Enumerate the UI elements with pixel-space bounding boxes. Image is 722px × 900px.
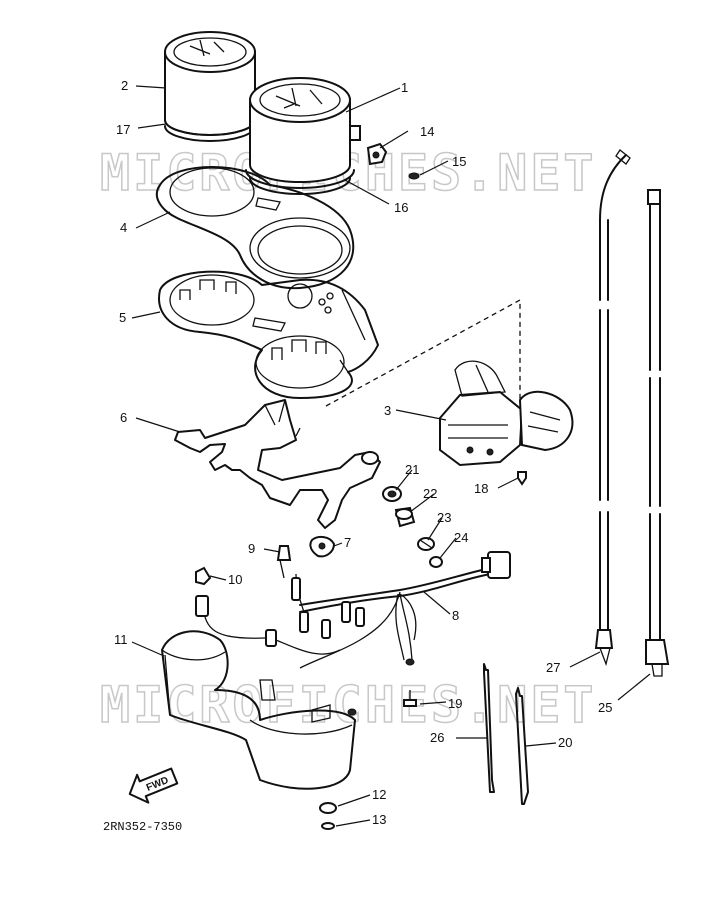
callout-13: 13 xyxy=(372,812,386,827)
part-26-cable-tie xyxy=(483,663,495,793)
callout-10: 10 xyxy=(228,572,242,587)
diagram-code: 2RN352-7350 xyxy=(103,820,182,834)
callout-6: 6 xyxy=(120,410,127,425)
callout-3: 3 xyxy=(384,403,391,418)
callout-5: 5 xyxy=(119,310,126,325)
part-10-bulb xyxy=(195,566,212,586)
callout-19: 19 xyxy=(448,696,462,711)
callout-15: 15 xyxy=(452,154,466,169)
part-25-tachometer-cable xyxy=(645,189,670,677)
part-8-wire-harness xyxy=(195,551,511,669)
callout-16: 16 xyxy=(394,200,408,215)
watermark-bottom: MICROFICHES.NET xyxy=(100,676,597,734)
part-6-bracket xyxy=(174,399,381,529)
callout-numbers: 1 2 3 4 5 6 7 8 9 10 11 12 13 14 15 16 1… xyxy=(114,78,612,827)
callout-21: 21 xyxy=(405,462,419,477)
part-24-clip xyxy=(429,556,443,568)
fwd-direction-arrow: FWD xyxy=(128,767,179,804)
part-12-damper xyxy=(319,802,337,814)
part-5-meter-case xyxy=(158,270,379,399)
part-18-screw xyxy=(517,471,527,486)
part-21-socket xyxy=(382,486,402,502)
part-13-nut xyxy=(321,822,335,830)
callout-18: 18 xyxy=(474,481,488,496)
callout-24: 24 xyxy=(454,530,468,545)
part-7-socket xyxy=(309,535,336,558)
part-9-bulb xyxy=(276,545,292,561)
callout-8: 8 xyxy=(452,608,459,623)
part-14-grommet xyxy=(366,142,388,166)
callout-26: 26 xyxy=(430,730,444,745)
callout-9: 9 xyxy=(248,541,255,556)
callout-20: 20 xyxy=(558,735,572,750)
callout-25: 25 xyxy=(598,700,612,715)
part-3-indicator-housing xyxy=(439,360,574,467)
part-20-cable-tie xyxy=(515,687,529,805)
callout-2: 2 xyxy=(121,78,128,93)
callout-27: 27 xyxy=(546,660,560,675)
leader-lines xyxy=(131,85,651,827)
part-23-washer xyxy=(417,537,435,551)
callout-1: 1 xyxy=(401,80,408,95)
part-27-speedometer-cable xyxy=(594,149,631,667)
callout-12: 12 xyxy=(372,787,386,802)
part-22-bulb xyxy=(394,506,416,528)
callout-11: 11 xyxy=(114,632,128,647)
callout-7: 7 xyxy=(344,535,351,550)
part-2-tachometer xyxy=(164,31,256,142)
part-15-screw xyxy=(408,172,420,180)
callout-22: 22 xyxy=(423,486,437,501)
callout-4: 4 xyxy=(120,220,127,235)
part-19-screw xyxy=(403,690,417,707)
callout-14: 14 xyxy=(420,124,434,139)
assembly-guide-line xyxy=(325,298,521,407)
callout-17: 17 xyxy=(116,122,130,137)
callout-23: 23 xyxy=(437,510,451,525)
part-1-speedometer xyxy=(245,77,361,195)
part-11-lower-cover xyxy=(161,630,357,790)
